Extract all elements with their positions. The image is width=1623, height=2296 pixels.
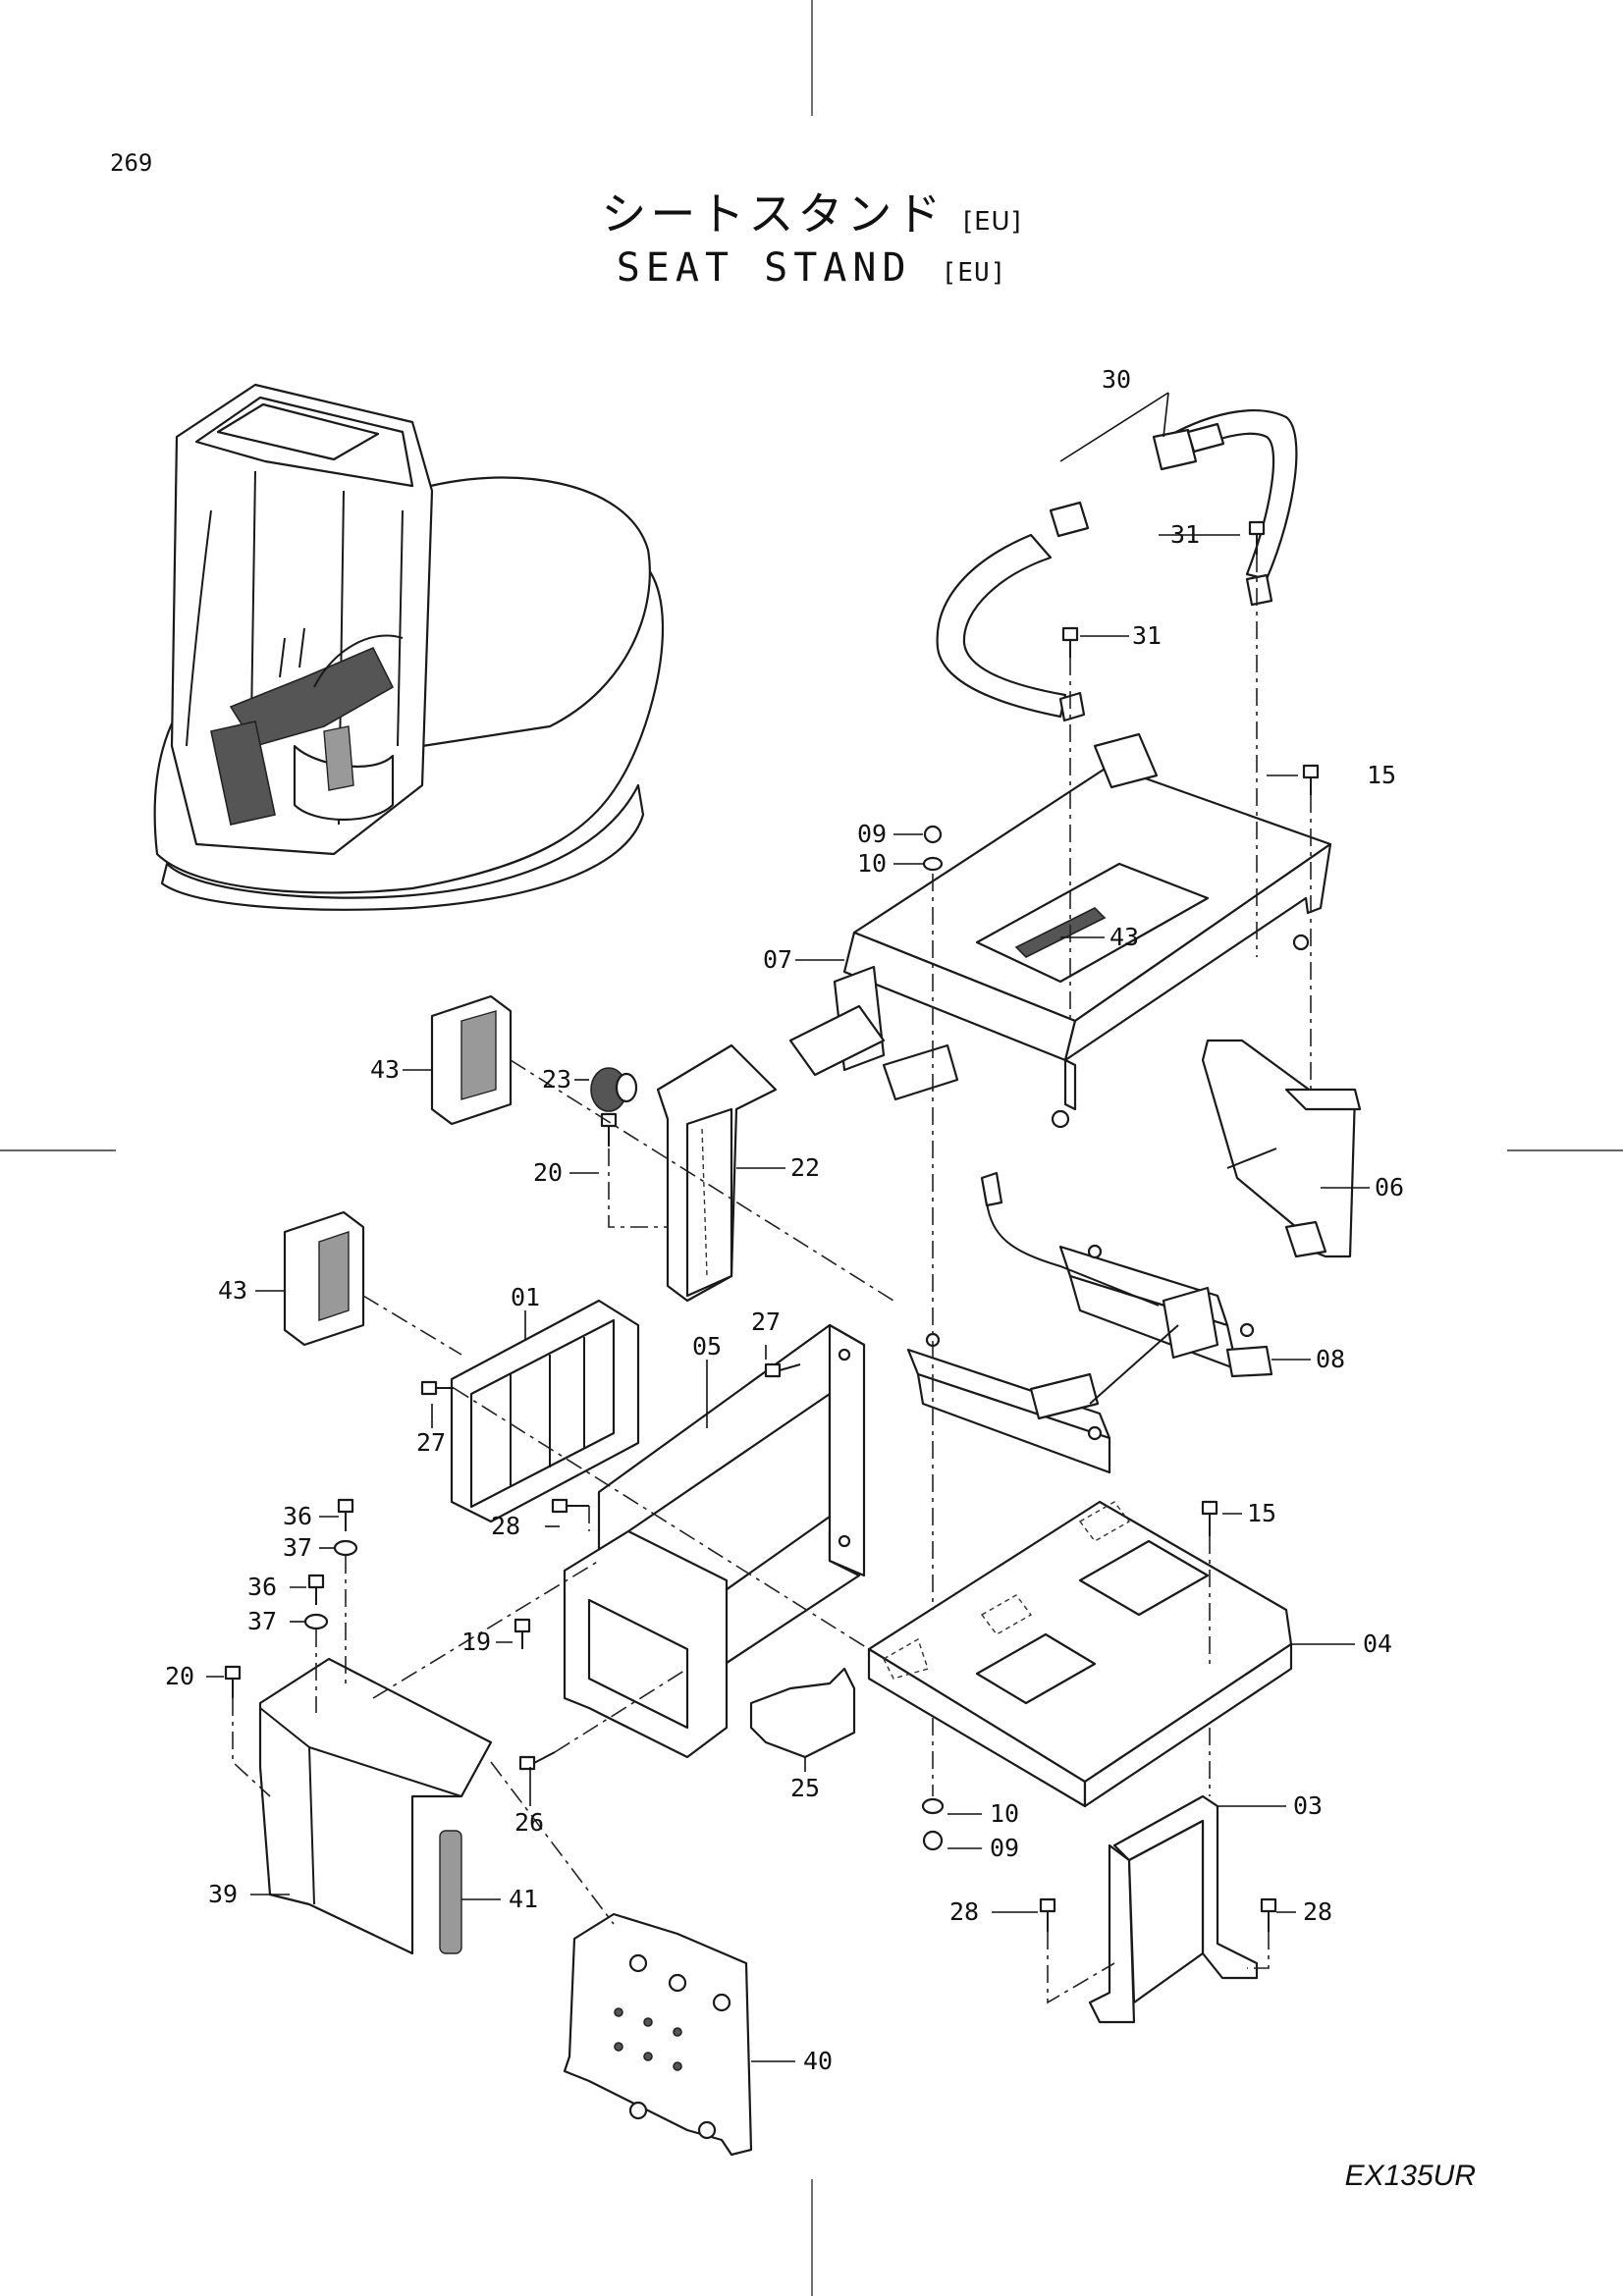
- model-label: EX135UR: [1344, 2160, 1476, 2192]
- assembly-lines: [232, 555, 1312, 2004]
- callout-40: 40: [803, 2047, 833, 2075]
- callout-03: 03: [1293, 1791, 1323, 1820]
- title-english-line: SEAT STAND [EU]: [0, 243, 1623, 293]
- callout-31: 31: [1170, 520, 1200, 549]
- callout-leaders: [206, 392, 1370, 2062]
- callout-43: 43: [1109, 923, 1139, 951]
- title-japanese: シートスタンド: [601, 187, 946, 240]
- callout-22: 22: [790, 1153, 820, 1182]
- seat-belt: [936, 409, 1298, 722]
- callout-09: 09: [990, 1834, 1019, 1862]
- trim-strip: [439, 1830, 462, 1954]
- callout-41: 41: [509, 1885, 538, 1913]
- page-number: 269: [110, 149, 153, 177]
- title-english: SEAT STAND: [616, 244, 912, 291]
- callout-31: 31: [1132, 621, 1162, 650]
- callout-labels: 30 31 31 15 09 10 07 43 43 23 22 20 06 4…: [165, 365, 1404, 2075]
- excavator-overview: [153, 383, 665, 911]
- callout-36: 36: [283, 1502, 312, 1530]
- mounting-plate: [563, 1912, 753, 2157]
- callout-08: 08: [1316, 1345, 1345, 1373]
- callout-10: 10: [990, 1799, 1019, 1828]
- callout-28: 28: [1303, 1897, 1332, 1926]
- connector-upper: [430, 994, 513, 1126]
- hardware: [224, 520, 1320, 1932]
- title-suffix-en: [EU]: [941, 257, 1007, 288]
- callout-01: 01: [511, 1283, 540, 1311]
- top-frame: [788, 732, 1332, 1129]
- upright-bracket: [656, 1043, 778, 1303]
- callout-07: 07: [763, 945, 792, 974]
- callout-43: 43: [370, 1055, 400, 1084]
- callout-04: 04: [1363, 1629, 1392, 1658]
- callout-19: 19: [461, 1628, 491, 1656]
- callout-15: 15: [1367, 761, 1396, 789]
- title-suffix-jp: [EU]: [962, 207, 1022, 237]
- controller-frame: [450, 1299, 640, 1523]
- callout-37: 37: [283, 1533, 312, 1562]
- base-plate: [867, 1500, 1293, 1808]
- rubber-mount: [590, 1067, 638, 1112]
- main-bracket: [563, 1323, 866, 1759]
- callout-15: 15: [1247, 1499, 1276, 1527]
- page-title: シートスタンド [EU] SEAT STAND [EU]: [0, 187, 1623, 293]
- lower-stand: [1088, 1794, 1259, 2024]
- side-bracket: [1201, 1039, 1362, 1258]
- callout-30: 30: [1102, 365, 1131, 394]
- callout-06: 06: [1375, 1173, 1404, 1201]
- callout-36: 36: [247, 1573, 277, 1601]
- callout-09: 09: [857, 820, 887, 848]
- callout-10: 10: [857, 849, 887, 878]
- callout-25: 25: [790, 1774, 820, 1802]
- callout-20: 20: [533, 1158, 563, 1187]
- callout-26: 26: [514, 1808, 544, 1837]
- seat-slide-rails: [906, 1171, 1273, 1474]
- title-japanese-line: シートスタンド [EU]: [0, 187, 1623, 243]
- callout-37: 37: [247, 1607, 277, 1635]
- callout-23: 23: [542, 1065, 571, 1094]
- callout-43: 43: [218, 1276, 247, 1305]
- callout-20: 20: [165, 1662, 194, 1690]
- callout-28: 28: [491, 1512, 520, 1540]
- small-bracket: [749, 1667, 856, 1759]
- connector-lower: [283, 1210, 365, 1347]
- callout-39: 39: [208, 1880, 238, 1908]
- callout-05: 05: [692, 1332, 722, 1361]
- callout-28: 28: [949, 1897, 979, 1926]
- side-cover: [258, 1657, 493, 1955]
- callout-27: 27: [751, 1308, 781, 1336]
- callout-27: 27: [416, 1428, 446, 1457]
